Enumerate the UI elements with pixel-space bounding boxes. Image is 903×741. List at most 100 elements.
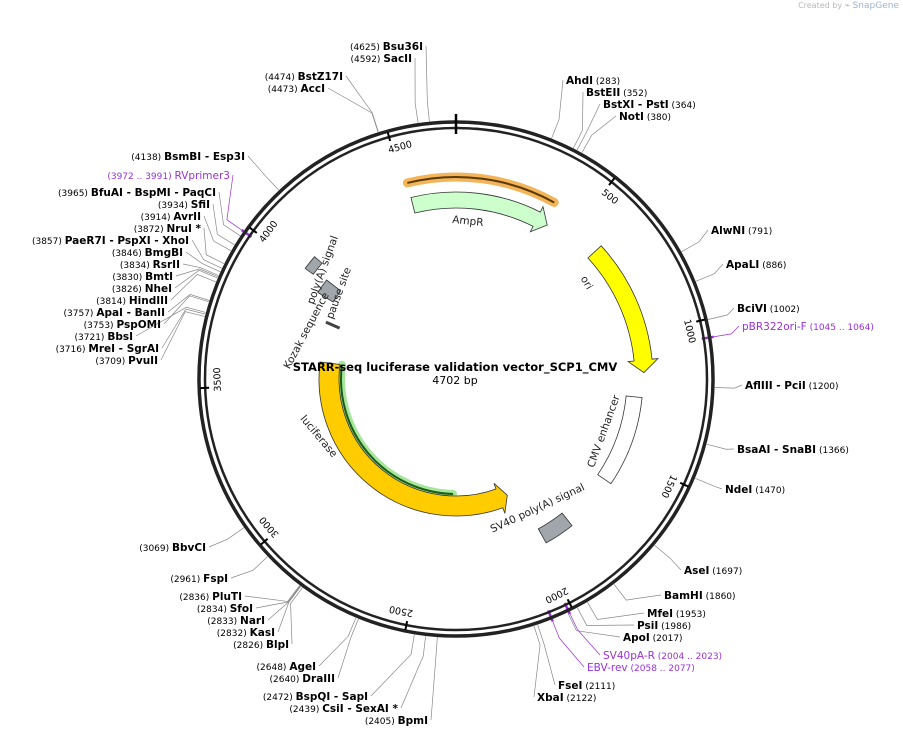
feature-polya2[interactable] — [304, 256, 323, 275]
enzyme-site-label[interactable]: AhdI (283) — [566, 75, 620, 87]
watermark-prefix: Created by — [798, 1, 843, 10]
tick-mark — [566, 598, 573, 608]
enzyme-site-label[interactable]: (3716) MreI - SgrAI — [56, 343, 159, 355]
enzyme-site-label[interactable]: (2439) CsiI - SexAI * — [289, 703, 398, 715]
enzyme-site-label[interactable]: BamHI (1860) — [664, 590, 736, 602]
feature-ori[interactable] — [587, 245, 660, 374]
enzyme-site-label[interactable]: (3872) NruI * — [134, 223, 202, 235]
enzyme-site-label[interactable]: (2640) DraIII — [269, 673, 335, 685]
site-name: MfeI — [647, 608, 673, 620]
site-name: CsiI - SexAI * — [322, 703, 398, 715]
site-name: BamHI — [664, 590, 703, 602]
primer-label[interactable]: EBV-rev (2058 .. 2077) — [587, 662, 695, 674]
site-leader-line — [707, 307, 735, 320]
enzyme-site-label[interactable]: (3834) RsrII — [120, 259, 180, 271]
map-length: 4702 bp — [432, 374, 477, 387]
site-leader-line — [203, 215, 232, 252]
enzyme-site-label[interactable]: (3830) BmtI — [112, 271, 173, 283]
site-leader-line — [203, 227, 225, 264]
site-name: PvuII — [128, 355, 158, 367]
enzyme-site-label[interactable]: (3814) HindIII — [96, 295, 168, 307]
site-name: AlwNI — [711, 225, 745, 237]
site-name: AccI — [301, 83, 325, 95]
feature-cmv[interactable] — [597, 395, 643, 485]
enzyme-site-label[interactable]: XbaI (2122) — [537, 692, 596, 704]
enzyme-site-label[interactable]: (2833) NarI — [207, 615, 265, 627]
site-leader-line — [568, 611, 601, 656]
feature-kozak[interactable] — [325, 320, 341, 330]
site-position: (1697) — [712, 567, 742, 577]
tick-mark — [248, 226, 258, 234]
site-leader-line — [695, 477, 723, 490]
feature-ampr[interactable] — [410, 191, 548, 233]
enzyme-site-label[interactable]: BstXI - PstI (364) — [603, 99, 696, 111]
site-leader-line — [182, 263, 219, 276]
site-leader-line — [587, 602, 645, 620]
tick-mark — [386, 132, 392, 142]
primer-label[interactable]: pBR322ori-F (1045 .. 1064) — [742, 321, 874, 333]
site-position: (2439) — [289, 705, 319, 715]
site-leader-line — [706, 443, 735, 450]
enzyme-site-label[interactable]: (2832) KasI — [217, 627, 275, 639]
site-name: NdeI — [725, 484, 752, 496]
enzyme-site-label[interactable]: BstEII (352) — [586, 87, 647, 99]
site-position: (3814) — [96, 297, 126, 307]
enzyme-site-label[interactable]: (2472) BspQI - SapI — [263, 691, 368, 703]
enzyme-site-label[interactable]: PsiI (1986) — [637, 620, 691, 632]
enzyme-site-label[interactable]: (2826) BlpI — [233, 639, 289, 651]
site-leader-line — [226, 174, 244, 232]
site-position: (380) — [647, 113, 671, 123]
enzyme-site-label[interactable]: (3709) PvuII — [95, 355, 158, 367]
enzyme-site-label[interactable]: (3934) SfiI — [158, 199, 210, 211]
enzyme-site-label[interactable]: AseI (1697) — [684, 565, 742, 577]
enzyme-site-label[interactable]: (3753) PspOMI — [84, 319, 161, 331]
site-position: (3914) — [141, 213, 171, 223]
enzyme-site-label[interactable]: (3846) BmgBI — [112, 247, 183, 259]
enzyme-site-label[interactable]: (4625) Bsu36I — [350, 41, 423, 53]
tick-mark — [679, 481, 689, 488]
site-position: (2058 .. 2077) — [631, 664, 695, 674]
enzyme-site-label[interactable]: (3721) BbsI — [75, 331, 134, 343]
site-leader-line — [247, 155, 280, 191]
site-position: (3872) — [134, 225, 164, 235]
site-leader-line — [714, 384, 743, 389]
enzyme-site-label[interactable]: ApaLI (886) — [726, 259, 786, 271]
enzyme-site-label[interactable]: MfeI (1953) — [647, 608, 706, 620]
site-name: AvrII — [173, 211, 201, 223]
enzyme-site-label[interactable]: AlwNI (791) — [711, 225, 772, 237]
primer-label[interactable]: SV40pA-R (2004 .. 2023) — [603, 650, 722, 662]
enzyme-site-label[interactable]: (2961) FspI — [170, 573, 228, 585]
enzyme-site-label[interactable]: (2405) BpmI — [365, 715, 428, 727]
enzyme-site-label[interactable]: ApoI (2017) — [623, 632, 683, 644]
enzyme-site-label[interactable]: (2648) AgeI — [257, 661, 316, 673]
enzyme-site-label[interactable]: (3757) ApaI - BanII — [64, 307, 166, 319]
tick-label: 1500 — [658, 473, 678, 500]
enzyme-site-label[interactable]: BsaAI - SnaBI (1366) — [737, 444, 849, 456]
enzyme-site-label[interactable]: (4474) BstZ17I — [265, 71, 343, 83]
enzyme-site-label[interactable]: BciVI (1002) — [737, 303, 800, 315]
feature-pause[interactable] — [317, 279, 342, 303]
site-position: (886) — [762, 261, 786, 271]
enzyme-site-label[interactable]: NdeI (1470) — [725, 484, 785, 496]
enzyme-site-label[interactable]: (4473) AccI — [268, 83, 325, 95]
feature-luc[interactable] — [318, 361, 508, 517]
enzyme-site-label[interactable]: (3965) BfuAI - BspMI - PaqCI — [58, 187, 216, 199]
site-leader-line — [135, 306, 206, 337]
enzyme-site-label[interactable]: NotI (380) — [619, 111, 671, 123]
site-leader-line — [711, 325, 740, 338]
enzyme-site-label[interactable]: (4592) SacII — [351, 53, 413, 65]
site-position: (4473) — [268, 85, 298, 95]
enzyme-site-label[interactable]: (3857) PaeR7I - PspXI - XhoI — [32, 235, 189, 247]
enzyme-site-label[interactable]: (2836) PluTI — [179, 591, 242, 603]
enzyme-site-label[interactable]: (2834) SfoI — [197, 603, 253, 615]
enzyme-site-label[interactable]: (3826) NheI — [112, 283, 172, 295]
enzyme-site-label[interactable]: (4138) BsmBI - Esp3I — [131, 151, 245, 163]
enzyme-site-label[interactable]: FseI (2111) — [558, 680, 615, 692]
enzyme-site-label[interactable]: (3914) AvrII — [141, 211, 201, 223]
enzyme-site-label[interactable]: AflIII - PciI (1200) — [745, 380, 839, 392]
enzyme-site-label[interactable]: (3069) BbvCI — [139, 542, 206, 554]
feature-label-ampr: AmpR — [452, 214, 484, 229]
feature-sv40[interactable] — [537, 512, 573, 544]
primer-label[interactable]: (3972 .. 3991) RVprimer3 — [107, 170, 230, 182]
tick-label: 2500 — [388, 603, 414, 619]
